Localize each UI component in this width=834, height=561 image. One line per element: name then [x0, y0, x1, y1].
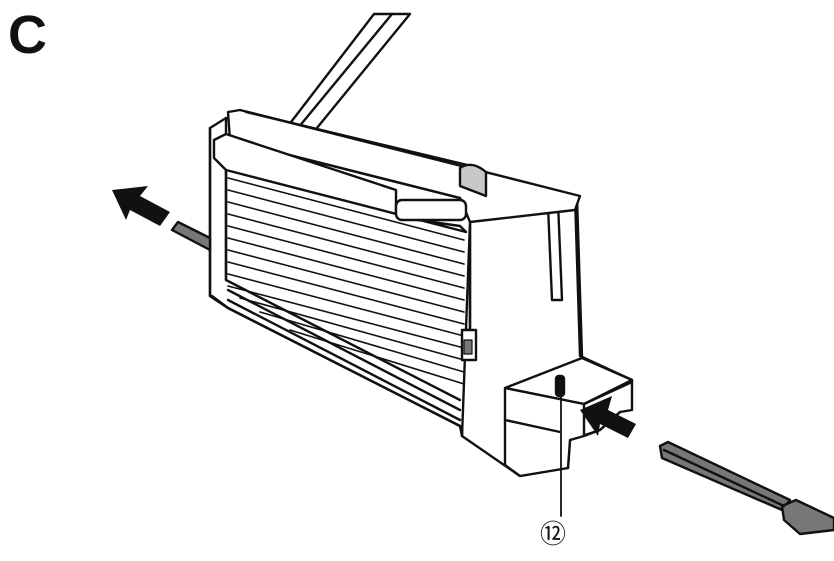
screwdriver-icon — [658, 440, 834, 536]
arrow-up-left-icon — [112, 186, 170, 226]
handle — [286, 12, 412, 136]
step-label: C — [8, 5, 47, 65]
arrow-left-icon — [580, 396, 636, 438]
main-body — [208, 108, 582, 438]
callout-label: ⑫ — [540, 520, 567, 550]
top-tab — [458, 163, 488, 198]
side-latch — [460, 328, 478, 362]
release-slot — [554, 374, 566, 398]
grille-slats — [227, 177, 465, 385]
slide-rod — [170, 220, 212, 252]
